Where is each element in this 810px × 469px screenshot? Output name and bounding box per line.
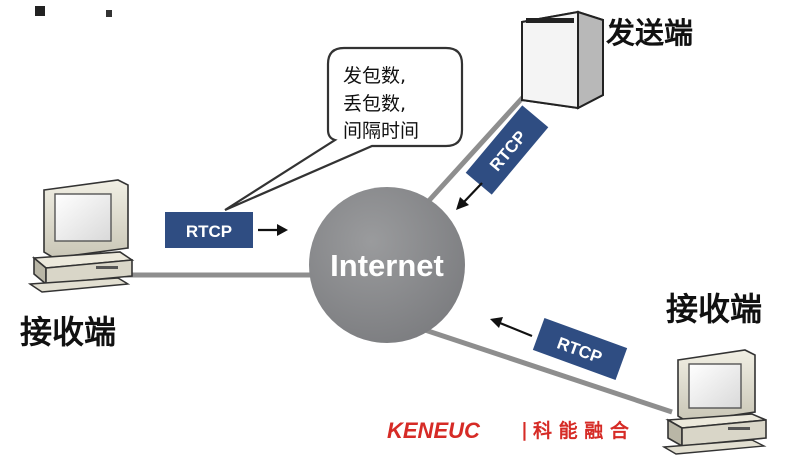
receiver-right-label: 接收端 — [666, 290, 762, 328]
rtcp-label-left: RTCP — [186, 222, 232, 241]
bubble-line-2: 丢包数, — [343, 93, 406, 115]
link-sender — [423, 93, 527, 207]
desktop-computer-icon — [27, 179, 135, 293]
receiver-left-label: 接收端 — [20, 313, 116, 351]
top-left-fragment — [35, 6, 112, 17]
brand-logo-text: KENEUC — [387, 418, 481, 443]
arrow-down-left-icon — [456, 182, 483, 210]
server-tower-icon — [521, 10, 604, 110]
internet-circle — [309, 187, 465, 343]
desktop-computer-icon-right — [661, 349, 767, 455]
arrow-up-left-icon — [490, 317, 533, 338]
brand-watermark: KENEUC | 科 能 融 合 — [387, 418, 630, 443]
sender-label: 发送端 — [605, 16, 693, 50]
bubble-line-1: 发包数, — [343, 65, 406, 87]
bubble-line-3: 间隔时间 — [343, 120, 419, 142]
internet-label: Internet — [330, 248, 444, 283]
link-right-receiver — [424, 327, 673, 415]
brand-name: 科 能 融 合 — [533, 419, 630, 442]
rtcp-packet-left: RTCP — [165, 212, 288, 248]
internet-node: Internet — [309, 187, 465, 343]
arrow-right-icon — [258, 224, 288, 236]
stats-bubble: 发包数, 丢包数, 间隔时间 — [224, 46, 464, 212]
brand-divider: | — [521, 419, 528, 441]
connection-links — [125, 93, 673, 415]
